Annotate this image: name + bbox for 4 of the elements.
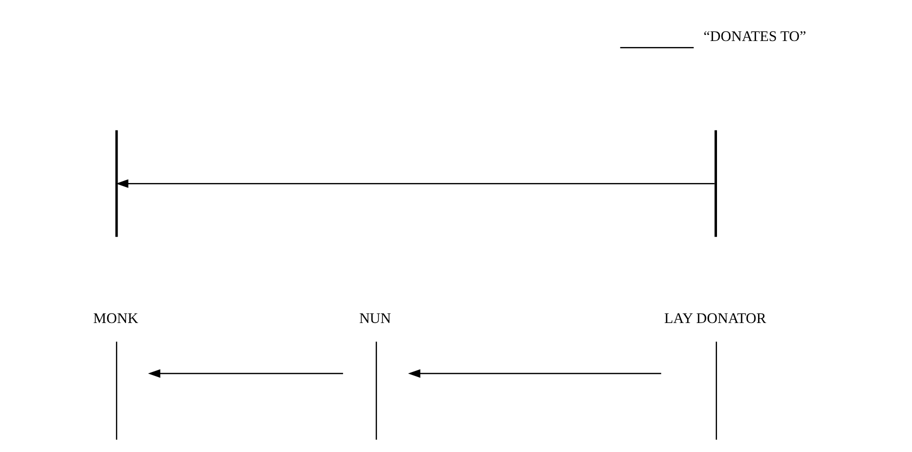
node-label: NUN: [359, 310, 392, 326]
node-label: LAY DONATOR: [664, 310, 766, 326]
node-label: MONK: [93, 310, 138, 326]
legend-label: “DONATES TO”: [704, 28, 806, 44]
